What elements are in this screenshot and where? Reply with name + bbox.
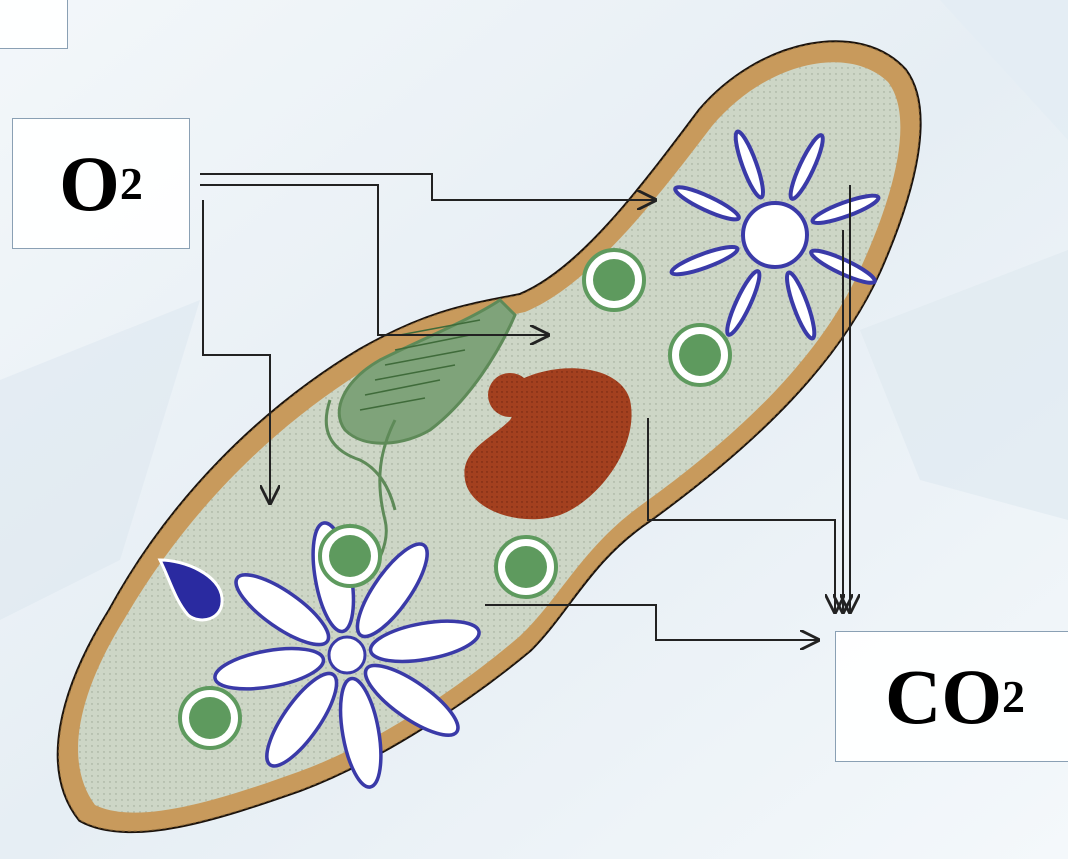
micronucleus-icon (488, 373, 532, 417)
food-vacuole-icon (496, 537, 556, 597)
food-vacuole-icon (180, 688, 240, 748)
carbon-dioxide-label-text: CO (885, 658, 1002, 736)
food-vacuole-icon (670, 325, 730, 385)
oxygen-label-text: O (59, 145, 120, 223)
food-vacuole-icon (320, 526, 380, 586)
food-vacuole-icon (584, 250, 644, 310)
corner-label-box (0, 0, 68, 49)
carbon-dioxide-label-subscript: 2 (1002, 674, 1025, 720)
oxygen-label-subscript: 2 (120, 161, 143, 207)
